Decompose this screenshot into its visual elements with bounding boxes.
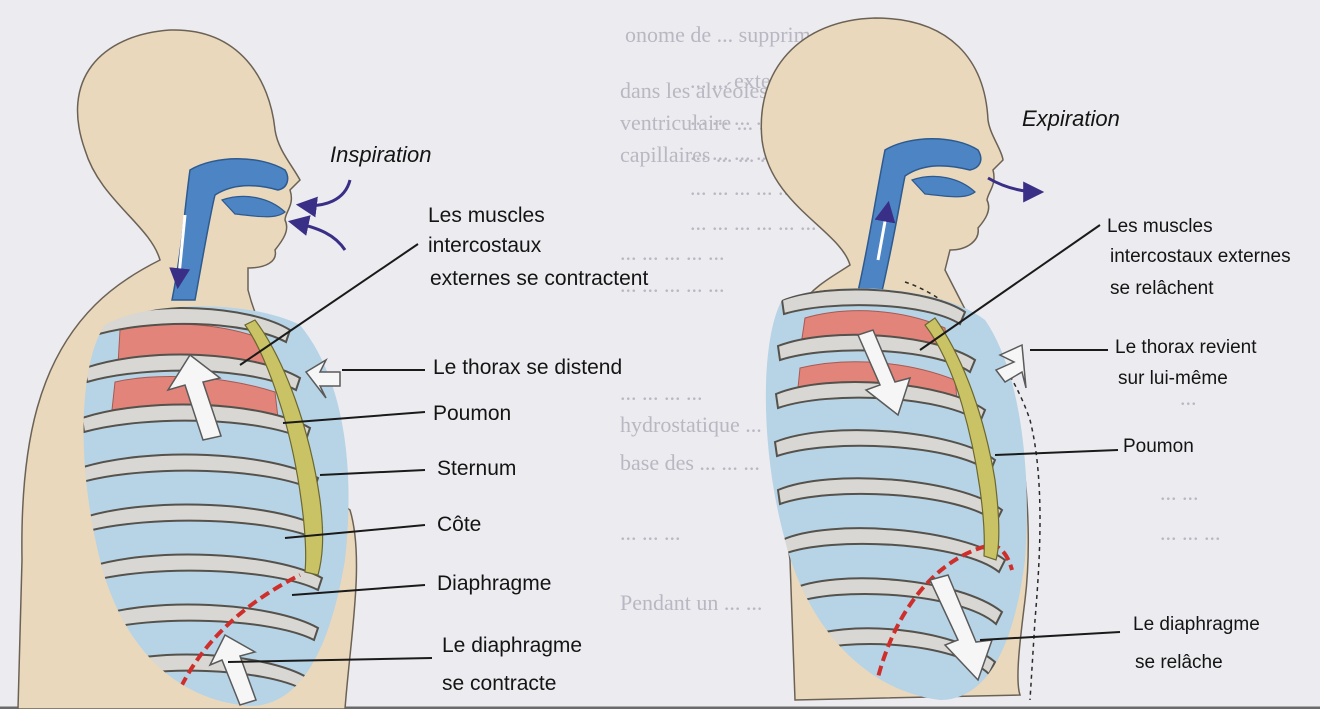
svg-text:onome de ... supprime: onome de ... supprime: [625, 22, 821, 47]
label-exp-diaphragme-line2: se relâche: [1135, 652, 1223, 673]
svg-text:... ... ... ...: ... ... ... ...: [620, 380, 703, 405]
label-poumon-right: Poumon: [1123, 436, 1194, 457]
label-muscles-line1: Les muscles: [428, 204, 545, 227]
label-exp-thorax-line2: sur lui-même: [1118, 368, 1228, 389]
svg-text:... ...: ... ...: [1160, 480, 1199, 505]
label-exp-muscles-line3: se relâchent: [1110, 278, 1214, 299]
label-diaphragme-contracte-line1: Le diaphragme: [442, 634, 582, 657]
inspiration-title: Inspiration: [330, 142, 432, 167]
svg-text:... ... ... ... ...: ... ... ... ... ...: [620, 240, 725, 265]
label-exp-muscles-line1: Les muscles: [1107, 216, 1213, 237]
expiration-title: Expiration: [1022, 106, 1120, 131]
label-exp-thorax-line1: Le thorax revient: [1115, 337, 1257, 358]
svg-text:... ... ...: ... ... ...: [620, 520, 681, 545]
label-exp-diaphragme-line1: Le diaphragme: [1133, 614, 1260, 635]
label-cote: Côte: [437, 513, 481, 536]
svg-text:base des ... ... ...: base des ... ... ...: [620, 450, 760, 475]
label-poumon-left: Poumon: [433, 402, 511, 425]
svg-text:... ... ...: ... ... ...: [1160, 520, 1221, 545]
label-diaphragme: Diaphragme: [437, 572, 551, 595]
label-diaphragme-contracte-line2: se contracte: [442, 672, 556, 695]
label-sternum: Sternum: [437, 457, 516, 480]
svg-text:Pendant un ... ...: Pendant un ... ...: [620, 590, 762, 615]
svg-text:... ... ... ... ... ...: ... ... ... ... ... ...: [690, 210, 817, 235]
label-muscles-line3: externes se contractent: [430, 267, 648, 290]
label-thorax-distend: Le thorax se distend: [433, 356, 622, 379]
label-exp-muscles-line2: intercostaux externes: [1110, 246, 1291, 267]
label-muscles-line2: intercostaux: [428, 234, 542, 257]
svg-text:hydrostatique ... ...: hydrostatique ... ...: [620, 412, 784, 437]
